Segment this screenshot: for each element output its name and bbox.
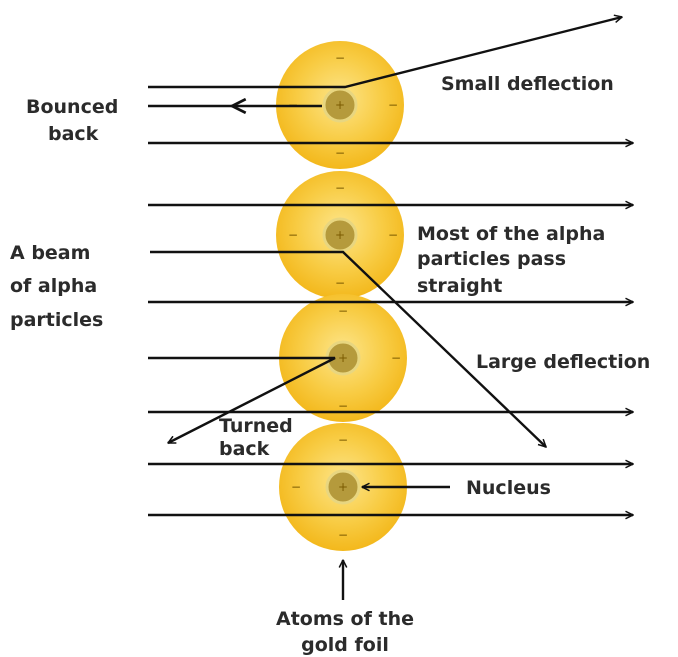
label-small-deflection: Small deflection (441, 73, 614, 95)
label-turned-back: Turned (219, 415, 293, 437)
label-gold-foil: gold foil (301, 634, 389, 656)
electron-sign: − (288, 228, 298, 242)
electron-sign: − (388, 98, 398, 112)
electron-sign: − (335, 181, 345, 195)
electron-sign: − (335, 146, 345, 160)
electron-sign: − (338, 399, 348, 413)
label-beam: A beam (10, 242, 90, 264)
electron-sign: − (335, 51, 345, 65)
electron-sign: − (388, 228, 398, 242)
label-most-pass-straight: particles pass (417, 248, 566, 270)
atom-2: + − − − − (276, 171, 404, 299)
path-turned-back (148, 356, 336, 445)
electron-sign: − (335, 276, 345, 290)
label-beam: of alpha (10, 275, 97, 297)
electron-sign: − (338, 304, 348, 318)
electron-sign: − (338, 528, 348, 542)
electron-sign: − (338, 433, 348, 447)
path-large-deflection (150, 250, 546, 447)
nucleus-sign: + (335, 228, 345, 242)
nucleus-sign: + (335, 98, 345, 112)
label-gold-foil: Atoms of the (276, 608, 414, 630)
nucleus-sign: + (338, 480, 348, 494)
label-bounced-back: back (48, 123, 99, 145)
electron-sign: − (291, 480, 301, 494)
label-turned-back: back (219, 438, 270, 460)
label-most-pass-straight: Most of the alpha (417, 223, 605, 245)
label-large-deflection: Large deflection (476, 351, 650, 373)
electron-sign: − (391, 351, 401, 365)
path-small-deflection (148, 17, 622, 89)
nucleus-sign: + (338, 351, 348, 365)
label-most-pass-straight: straight (417, 275, 502, 297)
nucleus (325, 469, 361, 505)
label-nucleus: Nucleus (466, 477, 551, 499)
label-bounced-back: Bounced (26, 96, 118, 118)
label-beam: particles (10, 309, 103, 331)
nucleus (322, 87, 358, 123)
